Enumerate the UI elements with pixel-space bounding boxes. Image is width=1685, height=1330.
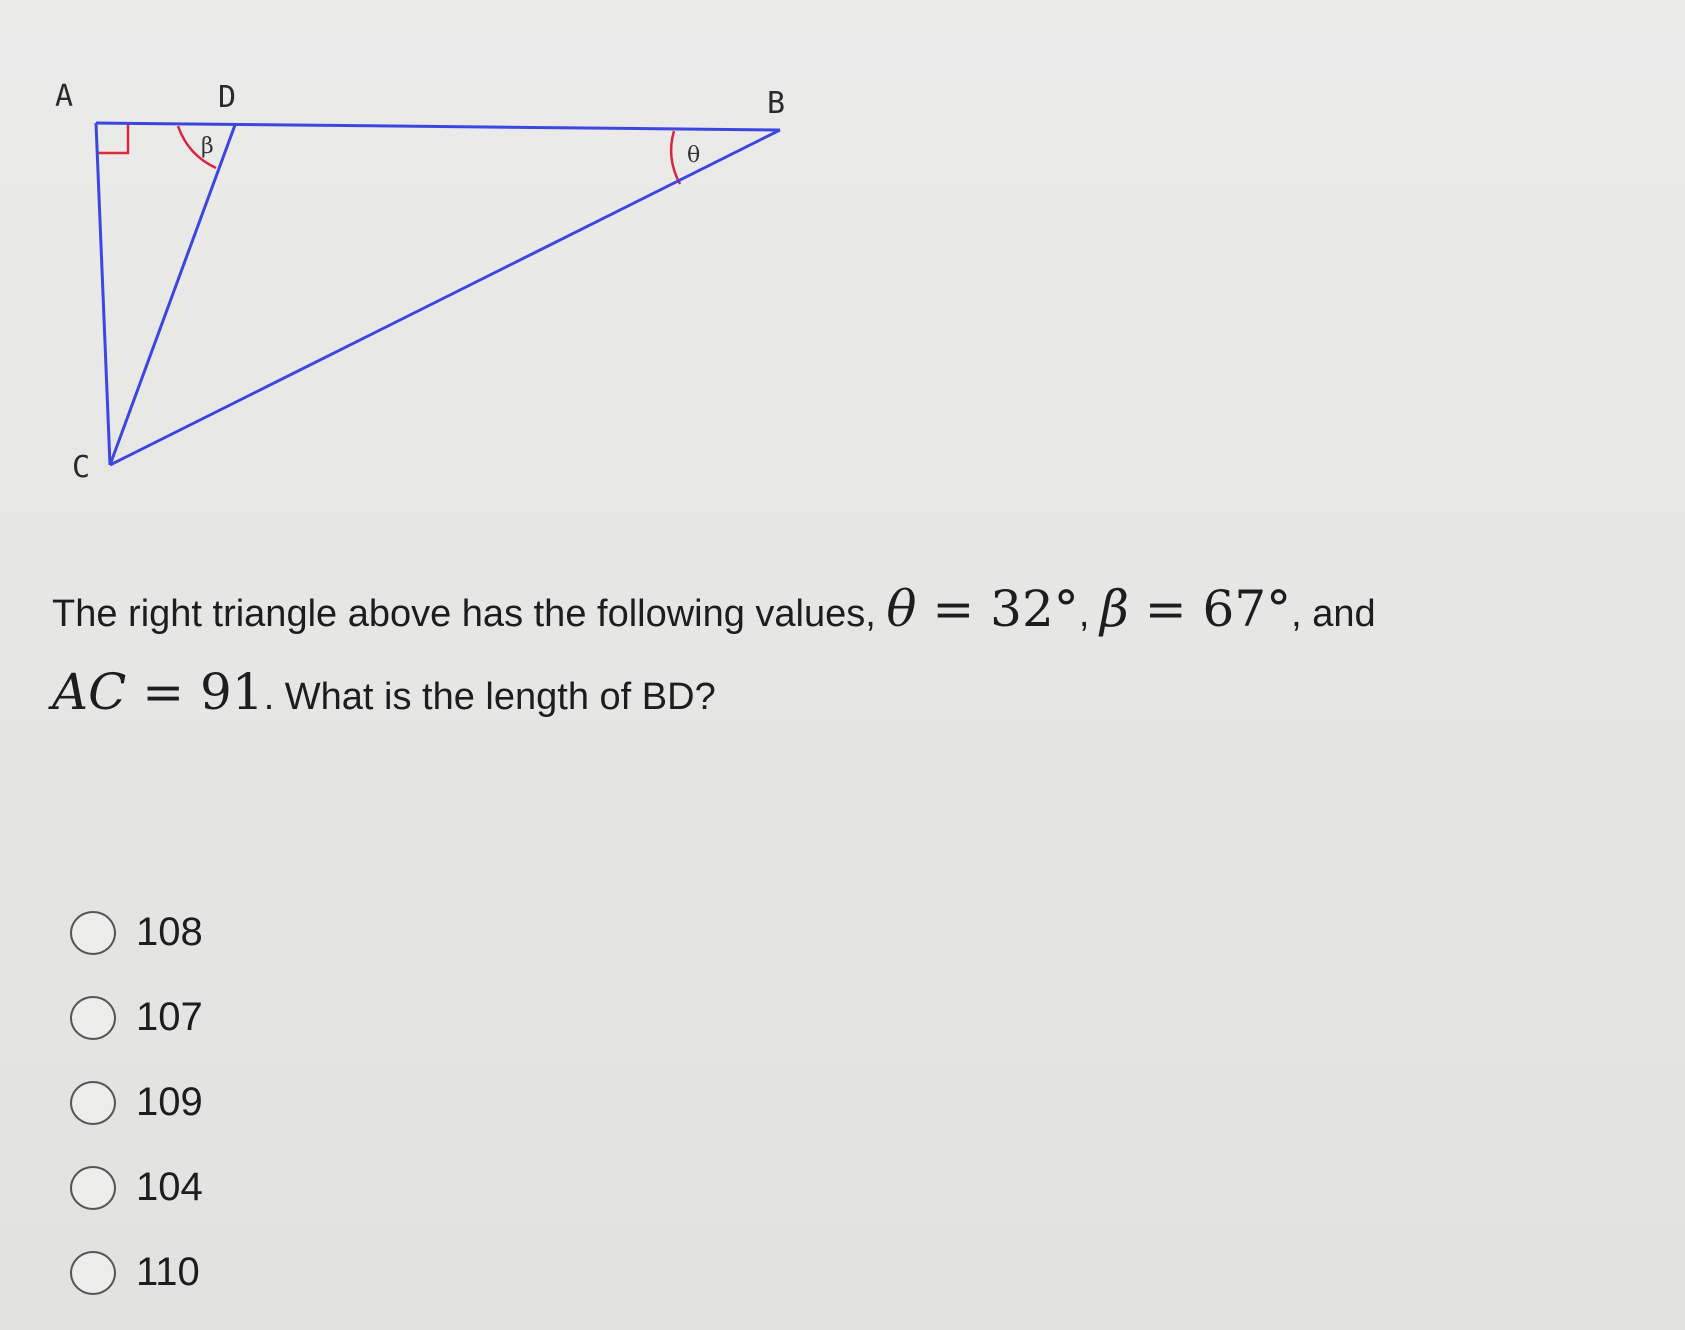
option-label: 109 — [136, 1080, 203, 1124]
ac-label: AC — [52, 663, 127, 721]
side-ac — [94, 122, 112, 466]
radio-button[interactable] — [70, 910, 116, 955]
right-angle-mark — [96, 124, 130, 155]
separator: , — [1078, 593, 1100, 635]
theta-equation: θ = 32° — [886, 580, 1078, 638]
beta-value: = 67° — [1128, 580, 1292, 638]
beta-angle-arc — [176, 125, 217, 170]
option-108[interactable]: 108 — [70, 890, 203, 975]
beta-equation: β = 67° — [1100, 580, 1291, 638]
triangle-diagram: A D B C β θ — [0, 0, 820, 500]
side-bc — [109, 128, 781, 467]
radio-button[interactable] — [70, 1165, 116, 1210]
radio-button[interactable] — [70, 1080, 116, 1125]
question-text-part-2: , and — [1291, 593, 1376, 635]
ac-equation: AC = 91 — [52, 663, 264, 721]
vertex-label-b: B — [767, 86, 785, 121]
vertex-label-a: A — [55, 79, 73, 114]
segment-cd — [108, 124, 237, 466]
theta-symbol: θ — [886, 580, 917, 638]
theta-label: θ — [687, 143, 700, 168]
triangle-svg: A D B C β θ — [55, 79, 785, 485]
option-label: 104 — [136, 1165, 203, 1209]
question-text-part-3: . What is the length of BD? — [263, 676, 716, 718]
side-ab — [95, 121, 781, 132]
option-107[interactable]: 107 — [70, 975, 203, 1060]
option-label: 107 — [136, 995, 203, 1039]
theta-value: = 32° — [916, 580, 1079, 638]
option-label: 110 — [136, 1250, 200, 1294]
theta-angle-arc — [669, 130, 682, 185]
option-109[interactable]: 109 — [70, 1060, 203, 1145]
ac-value: = 91 — [126, 663, 264, 721]
vertex-label-c: C — [72, 450, 90, 485]
beta-symbol: β — [1099, 580, 1129, 638]
answer-options: 108 107 109 104 110 — [70, 890, 203, 1315]
beta-label: β — [201, 134, 214, 159]
vertex-label-d: D — [218, 80, 236, 115]
option-label: 108 — [136, 910, 203, 954]
option-104[interactable]: 104 — [70, 1145, 203, 1230]
radio-button[interactable] — [70, 995, 116, 1040]
question-text: The right triangle above has the followi… — [52, 570, 1652, 736]
radio-button[interactable] — [70, 1250, 116, 1295]
option-110[interactable]: 110 — [70, 1230, 203, 1315]
question-text-part-1: The right triangle above has the followi… — [52, 593, 887, 635]
